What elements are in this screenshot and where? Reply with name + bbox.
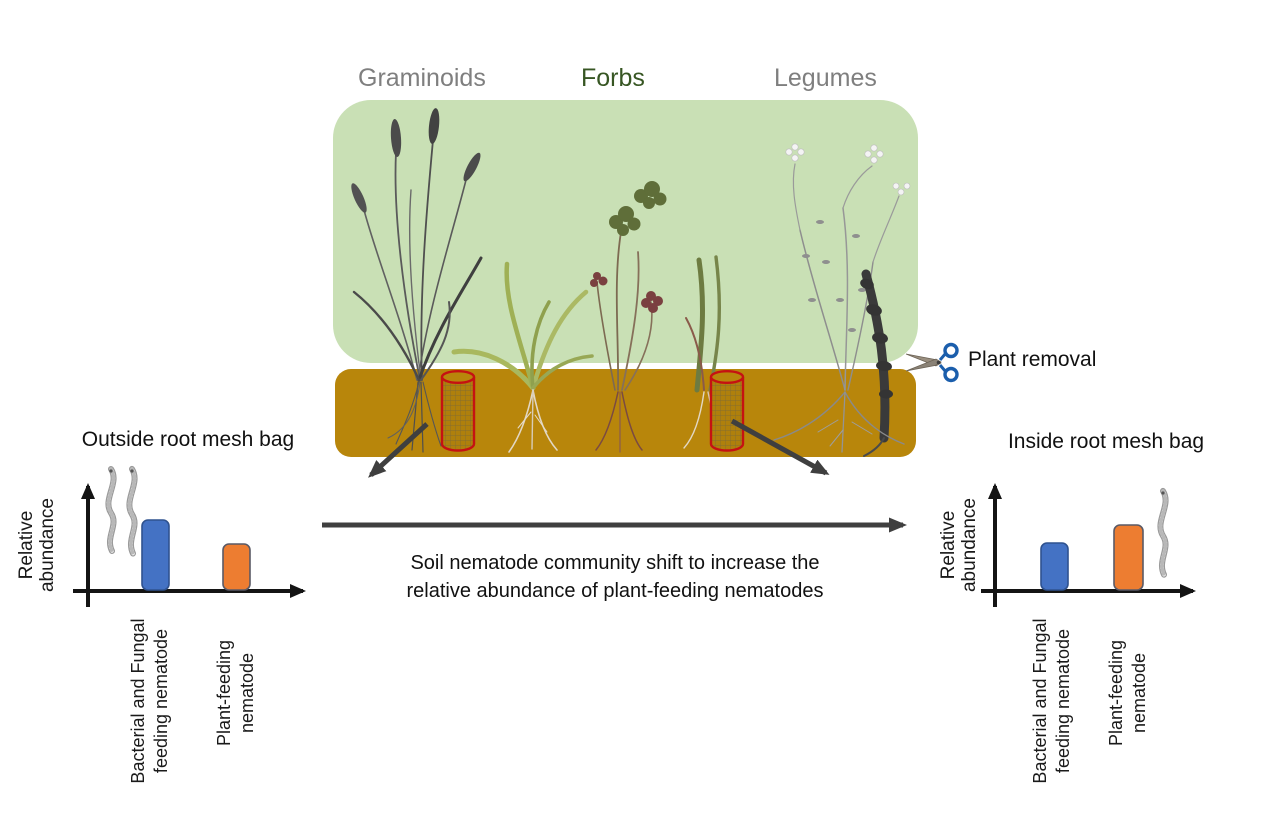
community-shift-caption: Soil nematode community shift to increas… bbox=[330, 549, 900, 605]
inside-chart-title: Inside root mesh bag bbox=[972, 430, 1240, 454]
plant-feeding-nematode-icon bbox=[1160, 491, 1165, 575]
root-mesh-bag-left-icon bbox=[442, 371, 474, 450]
plant-removal-label: Plant removal bbox=[968, 348, 1096, 372]
outside-category-bacterial-fungal: Bacterial and Fungal feeding nematode bbox=[127, 596, 173, 806]
caption-line-1: Soil nematode community shift to increas… bbox=[330, 549, 900, 577]
inside-cat1-line1: Bacterial and Fungal bbox=[1029, 596, 1052, 806]
inside-ylabel-line1: Relative bbox=[938, 480, 959, 610]
inside-cat1-line2: feeding nematode bbox=[1052, 596, 1075, 806]
group-label-legumes: Legumes bbox=[774, 64, 877, 93]
outside-bar-bacterial-fungal bbox=[142, 520, 169, 590]
inside-category-plant-feeding: Plant-feeding nematode bbox=[1105, 588, 1151, 798]
inside-category-bacterial-fungal: Bacterial and Fungal feeding nematode bbox=[1029, 596, 1075, 806]
inside-cat2-line2: nematode bbox=[1128, 588, 1151, 798]
root-mesh-bag-right-icon bbox=[711, 371, 743, 450]
outside-ylabel-line1: Relative bbox=[16, 480, 37, 610]
bacterial-fungal-nematode-icon bbox=[129, 469, 134, 553]
outside-cat1-line2: feeding nematode bbox=[150, 596, 173, 806]
inside-ylabel-line2: abundance bbox=[959, 480, 980, 610]
bacterial-fungal-nematode-icon bbox=[108, 469, 113, 551]
outside-category-plant-feeding: Plant-feeding nematode bbox=[213, 588, 259, 798]
inside-chart-axes bbox=[981, 486, 1193, 607]
outside-cat2-line2: nematode bbox=[236, 588, 259, 798]
scissors-icon bbox=[906, 345, 957, 381]
group-label-graminoids: Graminoids bbox=[358, 64, 486, 93]
caption-line-2: relative abundance of plant-feeding nema… bbox=[330, 577, 900, 605]
outside-cat2-line1: Plant-feeding bbox=[213, 588, 236, 798]
group-label-forbs: Forbs bbox=[581, 64, 645, 93]
inside-chart-y-label: Relative abundance bbox=[938, 480, 980, 610]
outside-bar-plant-feeding bbox=[223, 544, 250, 590]
outside-cat1-line1: Bacterial and Fungal bbox=[127, 596, 150, 806]
outside-ylabel-line2: abundance bbox=[37, 480, 58, 610]
inside-bar-bacterial-fungal bbox=[1041, 543, 1068, 590]
outside-chart-y-label: Relative abundance bbox=[16, 480, 58, 610]
outside-chart-title: Outside root mesh bag bbox=[62, 428, 314, 452]
inside-cat2-line1: Plant-feeding bbox=[1105, 588, 1128, 798]
inside-bar-plant-feeding bbox=[1114, 525, 1143, 590]
